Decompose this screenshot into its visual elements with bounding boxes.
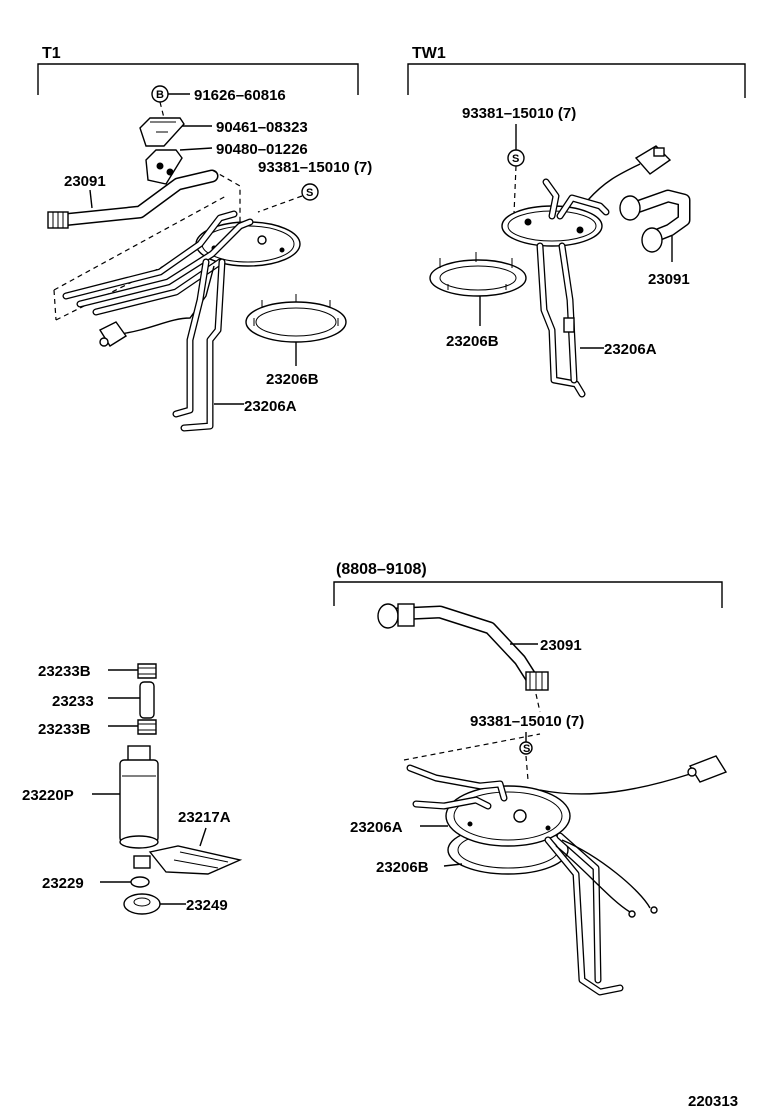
dash-screw-t1 <box>257 195 303 213</box>
leader-clamp2 <box>179 147 213 151</box>
clamp-part-2 <box>145 149 183 185</box>
section-bracket-tw1 <box>407 63 746 98</box>
dash-bolt-clamp <box>159 101 165 119</box>
label-t1-clamp2: 90480–01226 <box>216 141 308 158</box>
gasket-t1 <box>245 294 347 343</box>
figure-id: 220313 <box>688 1093 738 1110</box>
clip-part <box>130 876 150 888</box>
pipes-range <box>406 764 508 810</box>
screw-symbol-t1: S <box>301 183 319 201</box>
label-range-bracket: 23206A <box>350 819 403 836</box>
label-pump-tube: 23233 <box>52 693 94 710</box>
hose-range <box>377 603 549 691</box>
hose-t1 <box>47 169 219 229</box>
section-label-t1: T1 <box>42 45 61 62</box>
section-label-tw1: TW1 <box>412 45 446 62</box>
label-t1-bolt: 91626–60816 <box>194 87 286 104</box>
clamp-part-1 <box>139 117 185 147</box>
label-t1-gasket: 23206B <box>266 371 319 388</box>
label-t1-hose: 23091 <box>64 173 106 190</box>
label-t1-screw: 93381–15010 (7) <box>258 159 372 176</box>
hose-tw1 <box>619 189 691 253</box>
screw-symbol-tw1-letter: S <box>512 153 519 165</box>
bracket-range <box>544 832 658 996</box>
fuel-pump <box>119 745 159 849</box>
label-range-hose: 23091 <box>540 637 582 654</box>
section-label-range: (8808–9108) <box>336 561 427 578</box>
section-pump: 23233B 23233 23233B 23220P 23217A <box>22 663 243 915</box>
bracket-tw1 <box>536 242 586 398</box>
label-pump-pump: 23220P <box>22 787 74 804</box>
screw-symbol-range-letter: S <box>523 743 530 755</box>
label-pump-nut-bottom: 23233B <box>38 721 91 738</box>
wire-connector-tw1 <box>587 145 672 201</box>
section-range: (8808–9108) 23091 93381–15010 (7) S <box>333 561 728 996</box>
section-t1: T1 B 91626–60816 90461–08323 90480–01226… <box>37 45 372 432</box>
label-tw1-hose: 23091 <box>648 271 690 288</box>
leader-t1-hose <box>89 189 93 209</box>
label-tw1-screw: 93381–15010 (7) <box>462 105 576 122</box>
bracket-t1 <box>172 258 226 432</box>
label-pump-cushion: 23249 <box>186 897 228 914</box>
wire-connector-range <box>539 755 728 795</box>
dash-screw-tw1 <box>513 165 517 215</box>
sender-plate-tw1 <box>501 205 603 247</box>
label-tw1-bracket: 23206A <box>604 341 657 358</box>
label-pump-filter: 23217A <box>178 809 231 826</box>
label-pump-clip: 23229 <box>42 875 84 892</box>
filter-part <box>133 845 243 875</box>
label-t1-bracket: 23206A <box>244 398 297 415</box>
label-t1-clamp1: 90461–08323 <box>216 119 308 136</box>
leader-range-gasket <box>443 863 463 867</box>
leader-filter <box>199 827 207 847</box>
label-range-screw: 93381–15010 (7) <box>470 713 584 730</box>
label-pump-nut-top: 23233B <box>38 663 91 680</box>
pipes-tw1 <box>542 178 610 220</box>
wire-connector-t1 <box>98 265 215 347</box>
dash-range-frame <box>403 733 541 781</box>
bolt-symbol: B <box>151 85 169 103</box>
screw-symbol-range: S <box>519 741 533 755</box>
screw-symbol-t1-letter: S <box>306 187 313 199</box>
section-tw1: TW1 93381–15010 (7) S <box>407 45 746 398</box>
bolt-symbol-letter: B <box>156 89 164 101</box>
screw-symbol-tw1: S <box>507 149 525 167</box>
label-tw1-gasket: 23206B <box>446 333 499 350</box>
gasket-tw1 <box>429 252 527 297</box>
dash-hose-range <box>535 693 541 713</box>
nut-bottom <box>137 719 157 735</box>
tube-part <box>139 681 155 719</box>
nut-top <box>137 663 157 679</box>
label-range-gasket: 23206B <box>376 859 429 876</box>
section-bracket-range <box>333 581 723 608</box>
section-bracket-t1 <box>37 63 359 95</box>
cushion-part <box>123 893 161 915</box>
